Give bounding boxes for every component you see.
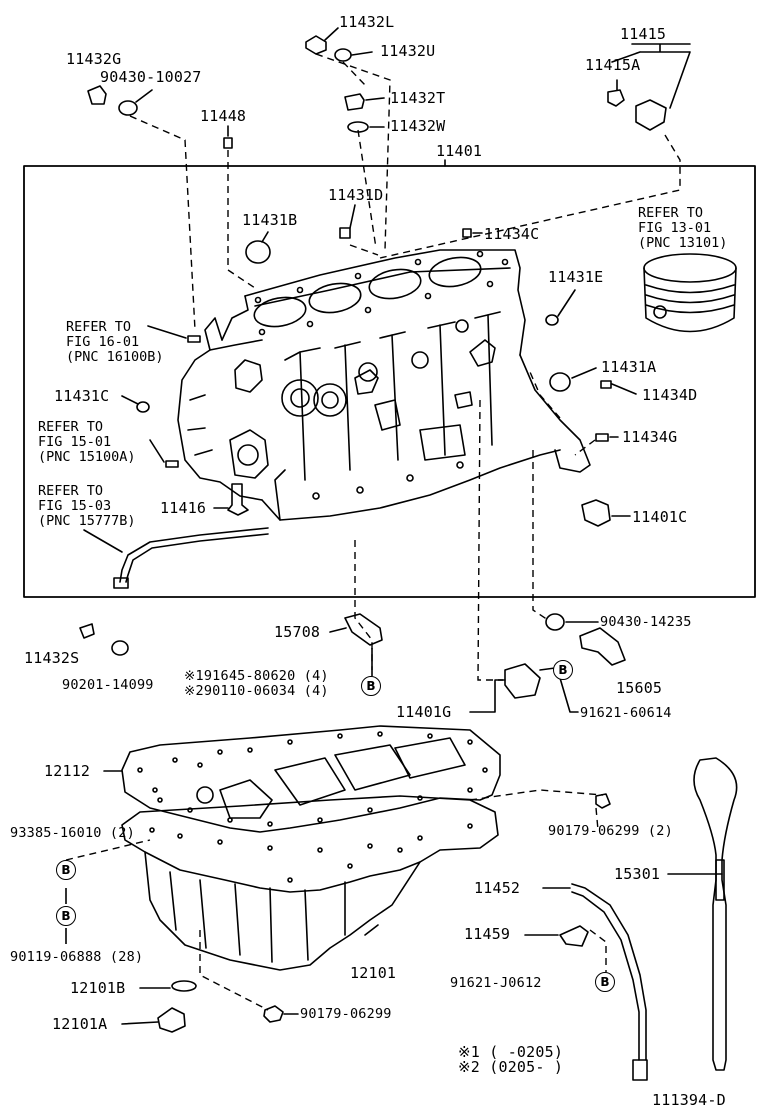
label-11432G: 11432G — [66, 50, 122, 68]
pin-11434D — [600, 380, 612, 389]
label-11452: 11452 — [474, 879, 521, 897]
label-11431E: 11431E — [548, 268, 604, 286]
nut-90179-06299 — [263, 1005, 284, 1023]
plug-11431C — [136, 401, 150, 413]
label-11415A: 11415A — [585, 56, 641, 74]
label-90179-06299-2: 90179-06299 (2) — [548, 823, 673, 839]
plug-11432S — [79, 623, 95, 639]
pin-11434G — [595, 433, 609, 442]
figure-code: 111394-D — [652, 1091, 726, 1109]
switch-15605 — [579, 627, 626, 666]
washer-11432U — [334, 48, 352, 62]
assembly-frame — [23, 165, 756, 598]
nut-90179-06299-2 — [595, 793, 611, 809]
sensor-11401G — [504, 663, 541, 699]
label-11401G: 11401G — [396, 703, 452, 721]
label-93385-16010: 93385-16010 (2) — [10, 825, 135, 841]
plug-11431B — [245, 240, 271, 264]
bracket-11459 — [559, 925, 589, 947]
label-290110-06034: ※290110-06034 (4) — [184, 683, 329, 699]
callout-b: B — [595, 972, 615, 992]
plug-11432L — [305, 35, 327, 55]
bracket-11415 — [635, 99, 667, 131]
note-1: ※1 ( -0205) — [458, 1043, 564, 1061]
plug-11432G — [87, 85, 107, 105]
piston-ref — [643, 253, 737, 333]
label-12101: 12101 — [350, 964, 397, 982]
label-11432U: 11432U — [380, 42, 436, 60]
pin-11448 — [223, 137, 233, 149]
label-11448: 11448 — [200, 107, 247, 125]
label-11431B: 11431B — [242, 211, 298, 229]
callout-b: B — [56, 906, 76, 926]
dipstick-15301 — [693, 757, 738, 1071]
refer-fig16: REFER TO FIG 16-01 (PNC 16100B) — [66, 319, 164, 365]
washer-90430-10027 — [118, 100, 138, 116]
label-11415: 11415 — [620, 25, 667, 43]
plug-11431E — [545, 314, 559, 326]
washer-90201-14099 — [111, 640, 129, 656]
label-11434G: 11434G — [622, 428, 678, 446]
label-90430-10027: 90430-10027 — [100, 68, 202, 86]
pipe-15777B — [119, 527, 269, 583]
label-91621-60614: 91621-60614 — [580, 705, 672, 721]
gasket-12112 — [121, 725, 501, 833]
label-11431A: 11431A — [601, 358, 657, 376]
label-11459: 11459 — [464, 925, 511, 943]
bracket-15708 — [344, 613, 383, 646]
refer-fig15-03: REFER TO FIG 15-03 (PNC 15777B) — [38, 483, 136, 529]
plug-11415A — [607, 89, 625, 107]
callout-b: B — [56, 860, 76, 880]
label-15301: 15301 — [614, 865, 661, 883]
label-91621-J0612: 91621-J0612 — [450, 975, 542, 991]
callout-b: B — [553, 660, 573, 680]
callout-b: B — [361, 676, 381, 696]
label-11416: 11416 — [160, 499, 207, 517]
plug-11431D — [339, 227, 351, 239]
label-11401C: 11401C — [632, 508, 688, 526]
plug-11401C — [581, 499, 611, 527]
gasket-12101B — [171, 980, 197, 992]
cylinder-block — [177, 249, 591, 521]
label-11434C: 11434C — [484, 225, 540, 243]
label-11431C: 11431C — [54, 387, 110, 405]
drain-plug-12101A — [157, 1007, 186, 1033]
washer-90430-14235 — [545, 613, 565, 631]
label-90119-06888: 90119-06888 (28) — [10, 949, 144, 965]
guide-11452 — [571, 883, 647, 1061]
label-191645-80620: ※191645-80620 (4) — [184, 668, 329, 684]
label-12101A: 12101A — [52, 1015, 108, 1033]
label-90179-06299: 90179-06299 — [300, 1006, 392, 1022]
bolt-11416 — [227, 483, 249, 516]
plug-11431A — [549, 372, 571, 392]
label-11431D: 11431D — [328, 186, 384, 204]
label-90430-14235: 90430-14235 — [600, 614, 692, 630]
label-15605: 15605 — [616, 679, 663, 697]
refer-fig15-01: REFER TO FIG 15-01 (PNC 15100A) — [38, 419, 136, 465]
label-90201-14099: 90201-14099 — [62, 677, 154, 693]
refer-piston: REFER TO FIG 13-01 (PNC 13101) — [638, 205, 728, 251]
label-12101B: 12101B — [70, 979, 126, 997]
label-11434D: 11434D — [642, 386, 698, 404]
plug-11432T — [344, 93, 365, 111]
note-2: ※2 (0205- ) — [458, 1058, 564, 1076]
label-12112: 12112 — [44, 762, 91, 780]
label-11432L: 11432L — [339, 13, 395, 31]
label-11432W: 11432W — [390, 117, 446, 135]
pin-11434C — [462, 228, 472, 238]
label-11432T: 11432T — [390, 89, 446, 107]
label-11432S: 11432S — [24, 649, 80, 667]
oil-pan-12101 — [121, 795, 499, 971]
label-11401: 11401 — [436, 142, 483, 160]
label-15708: 15708 — [274, 623, 321, 641]
